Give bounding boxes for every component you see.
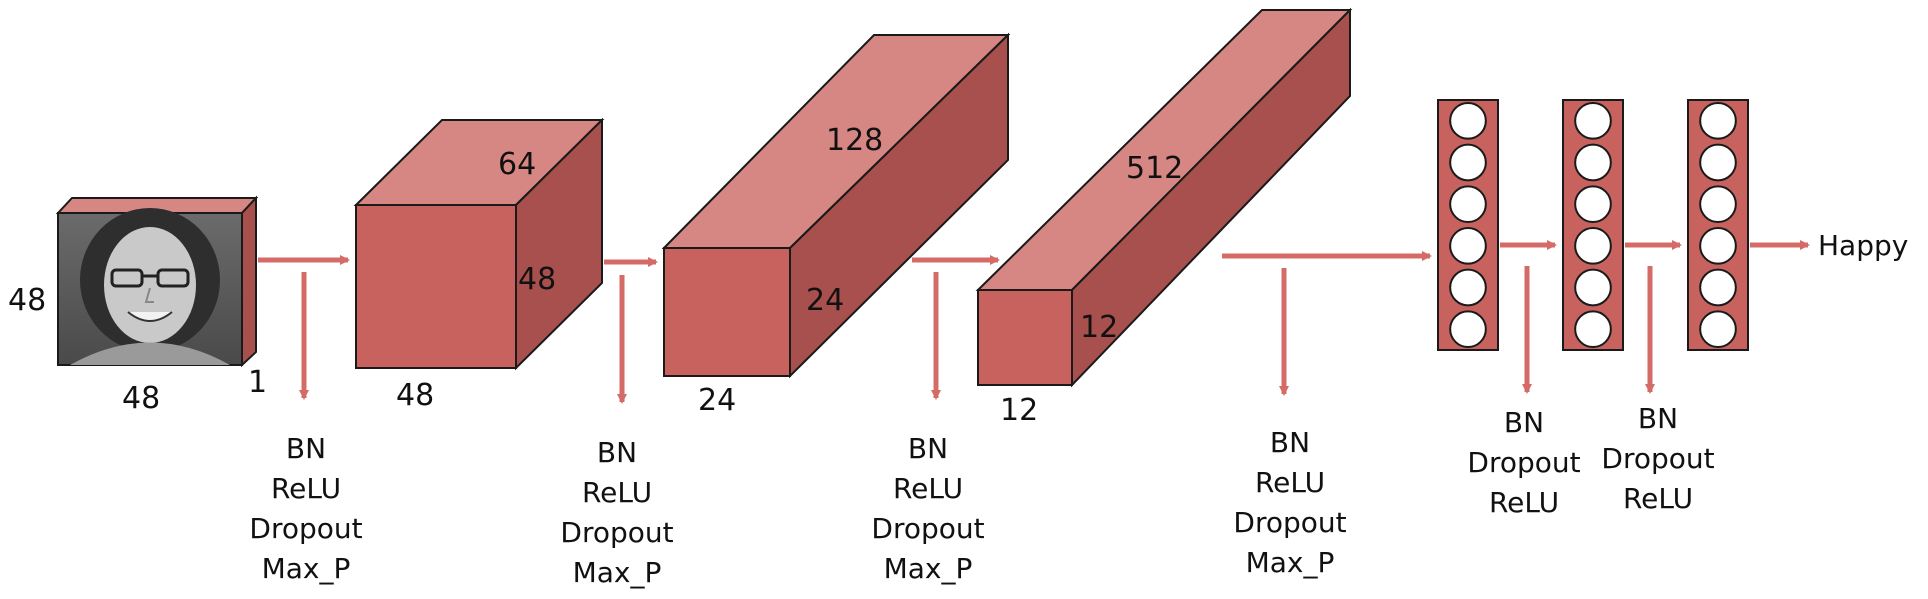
input-slab-side (241, 195, 257, 368)
op-label: Max_P (573, 556, 662, 589)
fc2-neuron (1574, 227, 1612, 265)
conv3-front-face (977, 289, 1073, 386)
op-label: Max_P (1246, 546, 1335, 579)
fc1-neuron (1449, 102, 1487, 140)
conv1-front-face (355, 204, 517, 369)
conv1-width-label: 48 (396, 378, 434, 413)
op-label: Max_P (884, 552, 973, 585)
conv3-height-label: 12 (1080, 310, 1118, 345)
conv2-width-label: 24 (698, 383, 736, 418)
op-stack-6: BN Dropout ReLU (1601, 402, 1714, 515)
conv-block-1: 64 48 48 (353, 117, 605, 413)
op-stack-1: BN ReLU Dropout Max_P (249, 432, 362, 585)
face-photo-icon (57, 208, 243, 366)
fc2-neuron (1574, 310, 1612, 348)
op-stack-4: BN ReLU Dropout Max_P (1233, 426, 1346, 579)
fc3-neuron (1699, 185, 1737, 224)
conv2-depth-label: 128 (826, 123, 883, 158)
op-stack-2: BN ReLU Dropout Max_P (560, 436, 673, 589)
fc2-frame (1562, 99, 1624, 351)
op-label: BN (1638, 402, 1678, 435)
op-label: ReLU (582, 476, 652, 509)
op-label: Dropout (1601, 442, 1714, 475)
fc2-neuron (1574, 143, 1612, 182)
fc1-neuron (1449, 310, 1487, 348)
fc3-neuron (1699, 310, 1737, 348)
conv3-depth-label: 512 (1126, 151, 1183, 186)
op-label: BN (286, 432, 326, 465)
op-label: Dropout (871, 512, 984, 545)
op-stack-3: BN ReLU Dropout Max_P (871, 432, 984, 585)
op-label: Dropout (1233, 506, 1346, 539)
op-label: ReLU (1489, 486, 1559, 519)
input-width-label: 48 (122, 381, 160, 416)
down-arrows (299, 266, 1655, 404)
fc-layer-2 (1562, 99, 1624, 351)
fc1-frame (1437, 99, 1499, 351)
fc-layer-1 (1437, 99, 1499, 351)
op-label: Dropout (249, 512, 362, 545)
op-label: BN (1504, 406, 1544, 439)
op-label: ReLU (1623, 482, 1693, 515)
input-image-block: 48 48 1 (8, 195, 267, 416)
input-channels-label: 1 (248, 365, 267, 400)
op-label: ReLU (1255, 466, 1325, 499)
op-label: Max_P (262, 552, 351, 585)
conv1-depth-label: 64 (498, 147, 536, 182)
fc1-neuron (1449, 143, 1487, 182)
op-label: BN (1270, 426, 1310, 459)
op-stack-5: BN Dropout ReLU (1467, 406, 1580, 519)
fc2-neuron (1574, 185, 1612, 224)
fc1-neuron (1449, 268, 1487, 307)
conv3-width-label: 12 (1000, 393, 1038, 428)
fc1-neuron (1449, 227, 1487, 265)
fc3-neuron (1699, 143, 1737, 182)
output-label: Happy (1818, 229, 1908, 262)
fc1-neuron (1449, 185, 1487, 224)
fc-layer-3 (1687, 99, 1749, 351)
input-height-label: 48 (8, 283, 46, 318)
conv2-height-label: 24 (806, 283, 844, 318)
op-label: BN (597, 436, 637, 469)
op-label: Dropout (1467, 446, 1580, 479)
conv-block-3: 512 12 12 (975, 7, 1353, 428)
fc3-neuron (1699, 268, 1737, 307)
fc3-frame (1687, 99, 1749, 351)
fc2-neuron (1574, 268, 1612, 307)
fc3-neuron (1699, 102, 1737, 140)
forward-arrows (258, 240, 1810, 267)
conv2-front-face (663, 247, 791, 377)
op-label: BN (908, 432, 948, 465)
conv1-height-label: 48 (518, 262, 556, 297)
op-label: Dropout (560, 516, 673, 549)
fc2-neuron (1574, 102, 1612, 140)
op-label: ReLU (893, 472, 963, 505)
op-label: ReLU (271, 472, 341, 505)
fc3-neuron (1699, 227, 1737, 265)
conv-block-2: 128 24 24 (661, 32, 1011, 418)
